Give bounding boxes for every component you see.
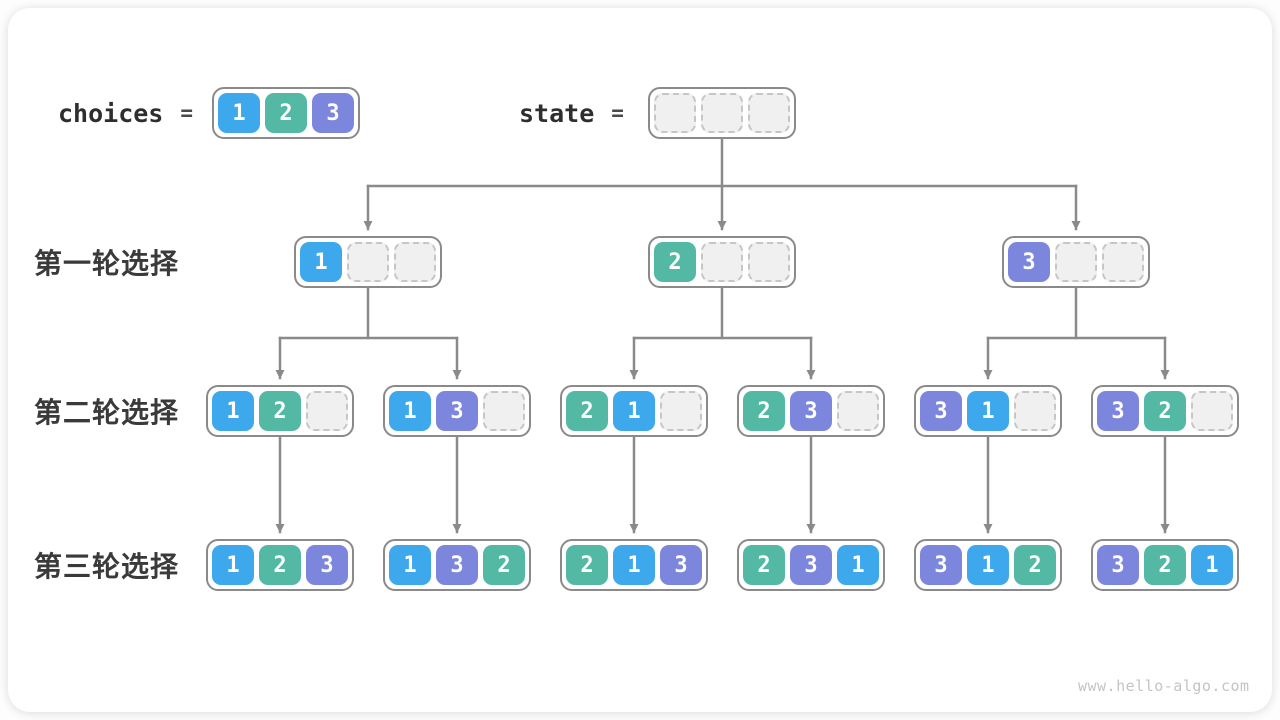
value-cell-2: 2 [566,545,608,585]
value-cell-3: 3 [660,545,702,585]
empty-cell [1102,242,1144,282]
state-header: state = [519,87,624,139]
empty-cell [347,242,389,282]
value-cell-2: 2 [1144,545,1186,585]
empty-cell [837,391,879,431]
value-cell-3: 3 [436,545,478,585]
value-cell-1: 1 [300,242,342,282]
value-cell-3: 3 [436,391,478,431]
value-cell-3: 3 [306,545,348,585]
value-cell-1: 1 [967,391,1009,431]
value-cell-2: 2 [483,545,525,585]
value-cell-1: 1 [389,391,431,431]
value-cell-3: 3 [1008,242,1050,282]
value-cell-2: 2 [566,391,608,431]
round-3-label: 第三轮选择 [34,551,180,582]
value-cell-1: 1 [389,545,431,585]
value-cell-3: 3 [1097,391,1139,431]
value-cell-2: 2 [1014,545,1056,585]
empty-cell [701,242,743,282]
value-cell-3: 3 [312,93,354,133]
empty-cell [1014,391,1056,431]
round1-state-box: 3 [1002,236,1150,288]
watermark: www.hello-algo.com [1078,677,1250,695]
value-cell-2: 2 [1144,391,1186,431]
state-array-box [648,87,796,139]
choices-label: choices [58,98,164,128]
choices-header: choices = [58,87,193,139]
value-cell-2: 2 [743,545,785,585]
round-1-label: 第一轮选择 [34,248,180,279]
empty-cell [748,93,790,133]
value-cell-1: 1 [1191,545,1233,585]
value-cell-1: 1 [837,545,879,585]
empty-cell [306,391,348,431]
empty-cell [1191,391,1233,431]
empty-cell [748,242,790,282]
value-cell-1: 1 [613,391,655,431]
value-cell-3: 3 [790,545,832,585]
state-equals-sign: = [611,101,624,125]
empty-cell [483,391,525,431]
value-cell-2: 2 [265,93,307,133]
value-cell-2: 2 [259,391,301,431]
value-cell-1: 1 [613,545,655,585]
value-cell-3: 3 [1097,545,1139,585]
empty-cell [701,93,743,133]
round1-state-box: 1 [294,236,442,288]
value-cell-1: 1 [218,93,260,133]
value-cell-3: 3 [790,391,832,431]
value-cell-2: 2 [743,391,785,431]
value-cell-2: 2 [259,545,301,585]
round1-state-box: 2 [648,236,796,288]
empty-cell [654,93,696,133]
empty-cell [1055,242,1097,282]
value-cell-3: 3 [920,391,962,431]
state-label: state [519,98,595,128]
empty-cell [394,242,436,282]
value-cell-1: 1 [212,391,254,431]
empty-cell [660,391,702,431]
value-cell-1: 1 [967,545,1009,585]
choices-equals-sign: = [180,101,194,125]
value-cell-2: 2 [654,242,696,282]
round-2-label: 第二轮选择 [34,397,180,428]
value-cell-3: 3 [920,545,962,585]
value-cell-1: 1 [212,545,254,585]
